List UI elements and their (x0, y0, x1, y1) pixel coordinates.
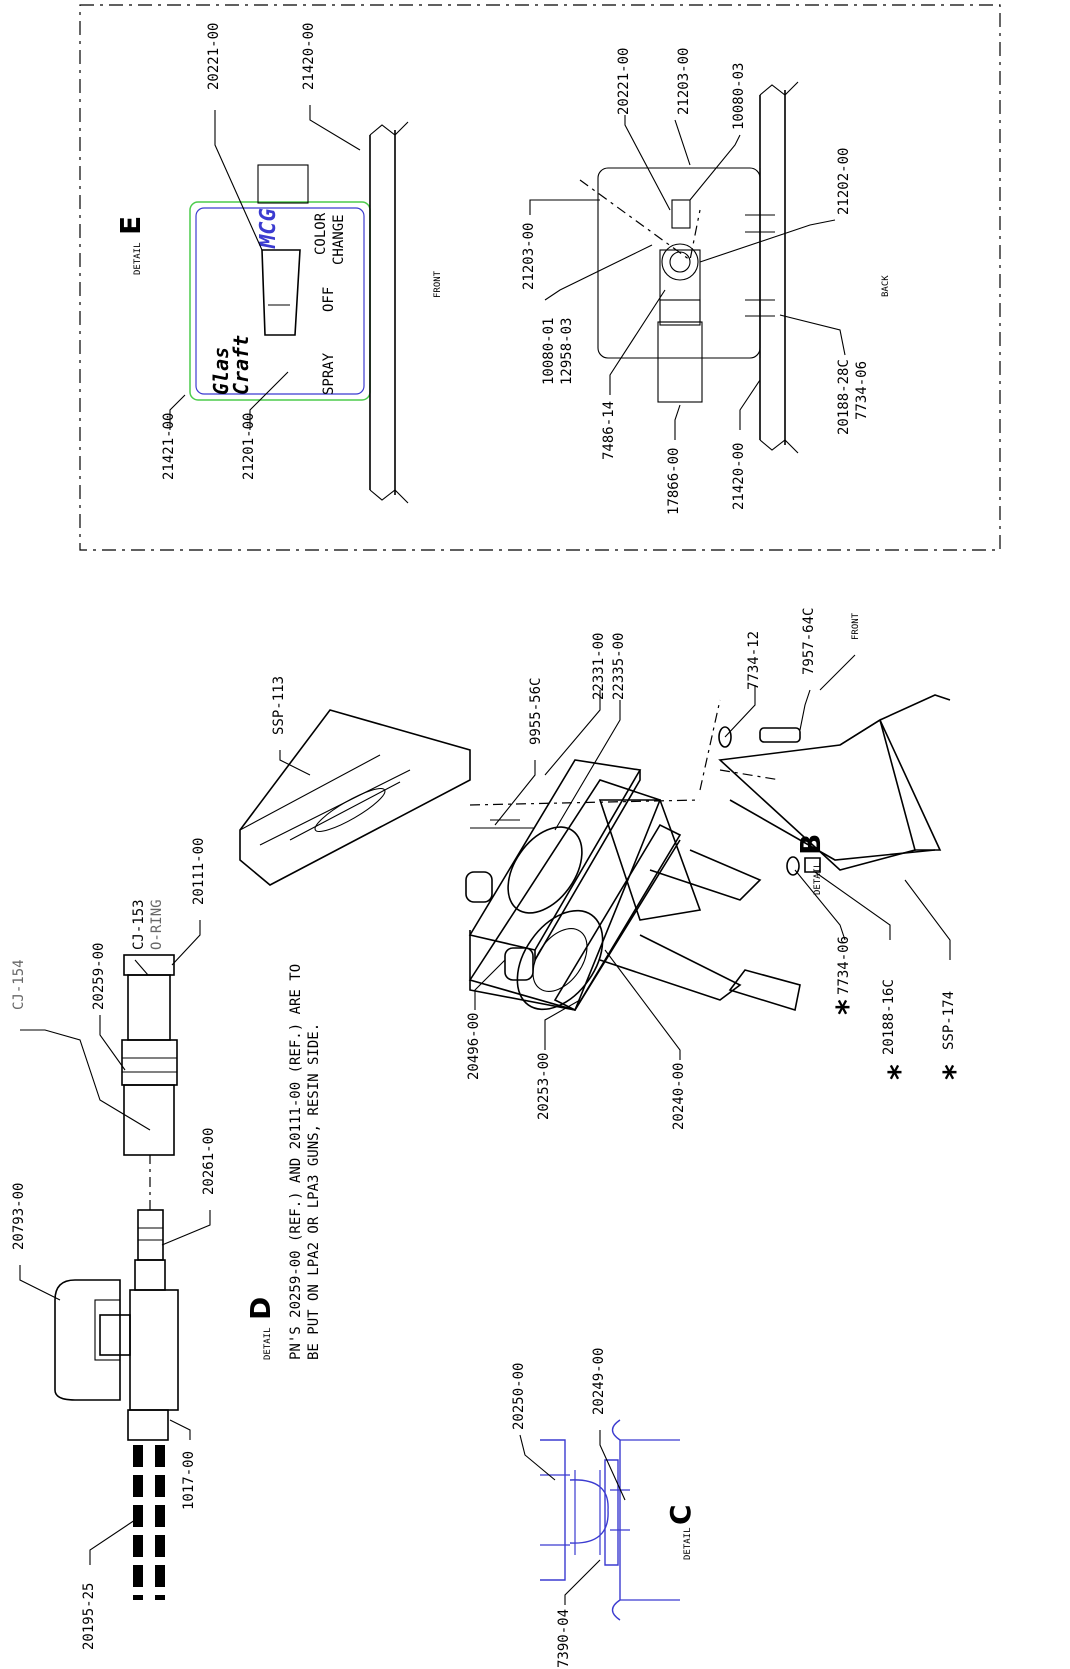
detail-d-letter: D (244, 1297, 277, 1320)
label-20261: 20261-00 (201, 1128, 217, 1195)
label-20249: 20249-00 (591, 1348, 607, 1415)
label-10080-03: 10080-03 (731, 63, 747, 130)
label-o-ring: O-RING (149, 899, 165, 950)
detail-e-letter: E (114, 216, 147, 235)
label-20188-16c: 20188-16C (881, 979, 897, 1055)
panel-spray-text: SPRAY (321, 352, 337, 395)
label-20250: 20250-00 (511, 1363, 527, 1430)
label-21202: 21202-00 (836, 148, 852, 215)
detail-d-fitting (54, 954, 179, 1600)
label-22331: 22331-00 (591, 633, 607, 700)
label-20111: 20111-00 (191, 838, 207, 905)
label-21203-left: 21203-00 (521, 223, 537, 290)
label-20188-28c: 20188-28C (836, 359, 852, 435)
label-7734-12: 7734-12 (746, 631, 762, 690)
detail-e-back-view (579, 81, 799, 454)
label-ssp-113: SSP-113 (271, 676, 287, 735)
detail-c-letter: C (664, 1504, 697, 1525)
detail-c-prefix: DETAIL (683, 1527, 693, 1560)
label-cj-154: CJ-154 (11, 959, 27, 1010)
detail-d-prefix: DETAIL (263, 1327, 273, 1360)
label-20496: 20496-00 (466, 1013, 482, 1080)
detail-b-front-label: FRONT (851, 612, 861, 640)
label-9955-56c: 9955-56C (528, 678, 544, 745)
label-21421: 21421-00 (161, 413, 177, 480)
label-21203-right: 21203-00 (676, 48, 692, 115)
label-20195-25: 20195-25 (81, 1583, 97, 1650)
detail-e-front-panel (189, 121, 409, 504)
detail-e-front-label: FRONT (433, 270, 443, 298)
panel-color-text: COLOR (313, 212, 329, 255)
label-20253: 20253-00 (536, 1053, 552, 1120)
note-line-2: BE PUT ON LPA2 OR LPA3 GUNS, RESIN SIDE. (306, 1023, 322, 1360)
label-ssp-174: SSP-174 (941, 991, 957, 1050)
detail-c-seal (540, 1419, 680, 1621)
label-20221-top: 20221-00 (206, 23, 222, 90)
panel-off-text: OFF (321, 287, 337, 312)
label-20793: 20793-00 (11, 1183, 27, 1250)
label-7486-14: 7486-14 (601, 401, 617, 460)
panel-mcg-text: MCG (256, 208, 281, 249)
detail-e-boundary (79, 4, 1001, 551)
label-17866: 17866-00 (666, 448, 682, 515)
detail-b-letter: B (794, 834, 827, 855)
logo-craft-text: Craft (229, 335, 253, 395)
detail-e-back-label: BACK (881, 275, 891, 297)
label-10080-01: 10080-01 (541, 318, 557, 385)
label-21420-top: 21420-00 (301, 23, 317, 90)
detail-b-prefix: DETAIL (813, 862, 823, 895)
detail-e-panel-logo: Glas Craft (209, 335, 253, 395)
label-21420-bottom: 21420-00 (731, 443, 747, 510)
label-7957-64c: 7957-64C (801, 608, 817, 675)
label-1017: 1017-00 (181, 1451, 197, 1510)
star-7734-06: * (831, 999, 866, 1015)
label-7734-06-e: 7734-06 (854, 361, 870, 420)
label-20240: 20240-00 (671, 1063, 687, 1130)
star-ssp-174: * (938, 1064, 973, 1080)
label-22335: 22335-00 (611, 633, 627, 700)
label-21201: 21201-00 (241, 413, 257, 480)
panel-change-text: CHANGE (331, 214, 347, 265)
detail-b-assembly (239, 694, 951, 1012)
label-20259: 20259-00 (91, 943, 107, 1010)
detail-e-prefix: DETAIL (133, 242, 143, 275)
star-20188-16c: * (883, 1064, 918, 1080)
label-7734-06-b: 7734-06 (836, 936, 852, 995)
label-20221-bottom: 20221-00 (616, 48, 632, 115)
logo-glas-text: Glas (209, 347, 233, 395)
label-7390-04: 7390-04 (556, 1609, 572, 1668)
note-line-1: PN'S 20259-00 (REF.) AND 20111-00 (REF.)… (288, 964, 304, 1360)
label-cj-153: CJ-153 (131, 899, 147, 950)
label-12958-03: 12958-03 (559, 318, 575, 385)
